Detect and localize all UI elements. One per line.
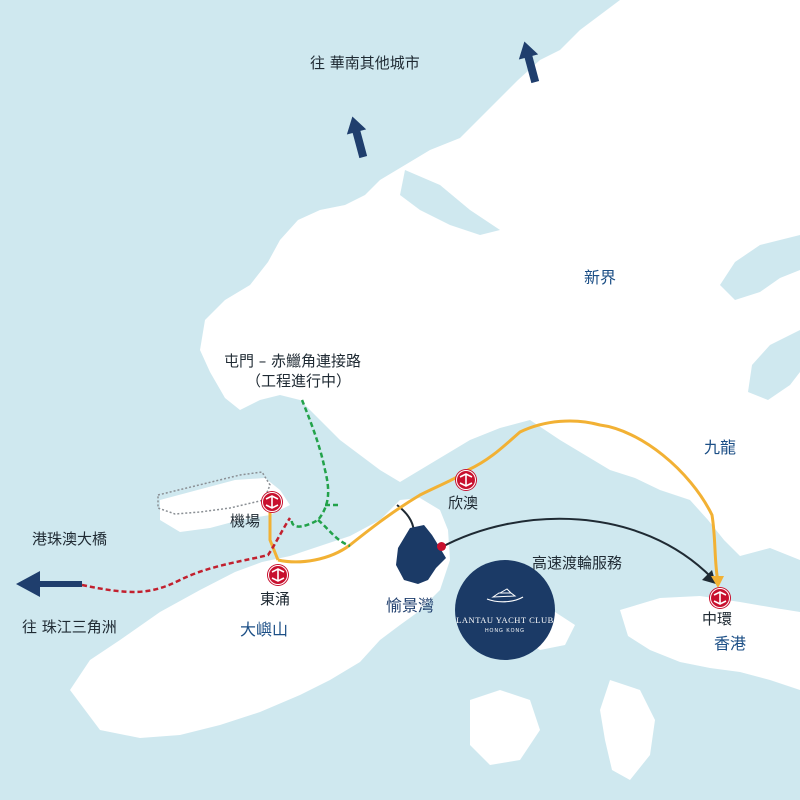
label-sunny-bay: 欣澳 — [448, 494, 479, 512]
lantau-island — [70, 498, 450, 738]
hk-island — [620, 596, 800, 690]
mtr-airport-branch — [268, 510, 280, 561]
north-arrow-right — [518, 41, 540, 84]
label-tung-chung: 東涌 — [260, 590, 291, 608]
north-arrow-left — [346, 116, 368, 159]
hzmb-route — [81, 517, 292, 594]
ferry-arrowhead — [702, 570, 716, 584]
mtr-icon-central[interactable] — [710, 588, 730, 608]
label-link-road-line1: 屯門 – 赤鱲角連接路 — [224, 352, 362, 370]
club-logo[interactable]: LANTAU YACHT CLUB HONG KONG — [455, 560, 555, 660]
mtr-central-arrowhead — [711, 576, 724, 588]
label-hzmb: 港珠澳大橋 — [32, 530, 108, 548]
lamma-island — [600, 680, 655, 780]
label-hong-kong: 香港 — [714, 634, 747, 653]
label-north-cities: 往 華南其他城市 — [310, 54, 420, 72]
discovery-bay-pin[interactable] — [437, 542, 446, 551]
label-central: 中環 — [702, 610, 733, 628]
label-discovery-bay: 愉景灣 — [386, 596, 435, 615]
port-shelter — [748, 330, 800, 400]
label-ferry-service: 高速渡輪服務 — [532, 554, 623, 572]
label-airport: 機場 — [230, 512, 261, 530]
club-name: LANTAU YACHT CLUB — [456, 615, 554, 625]
shenzhen-bay — [400, 170, 500, 235]
tm-clk-link-route — [290, 399, 351, 548]
mainland — [200, 0, 800, 560]
mtr-icon-airport[interactable] — [262, 492, 282, 512]
label-lantau: 大嶼山 — [240, 620, 289, 639]
discovery-bay-area — [396, 525, 446, 584]
label-new-territories: 新界 — [584, 268, 617, 287]
label-prd: 往 珠江三角洲 — [22, 618, 117, 636]
ferry-route — [439, 517, 713, 579]
mtr-icon-sunny-bay[interactable] — [456, 470, 476, 490]
mtr-tung-chung-line — [277, 419, 720, 583]
tolo-harbour — [720, 235, 800, 300]
club-sub: HONG KONG — [484, 628, 526, 634]
third-runway-outline — [157, 471, 271, 515]
cheung-chau — [470, 690, 540, 765]
label-kowloon: 九龍 — [704, 438, 737, 457]
label-link-road-line2: （工程進行中） — [246, 372, 352, 390]
yacht-icon — [486, 588, 524, 603]
prd-arrow — [16, 571, 82, 597]
mtr-icon-tung-chung[interactable] — [268, 565, 288, 585]
airport-island — [160, 478, 290, 532]
